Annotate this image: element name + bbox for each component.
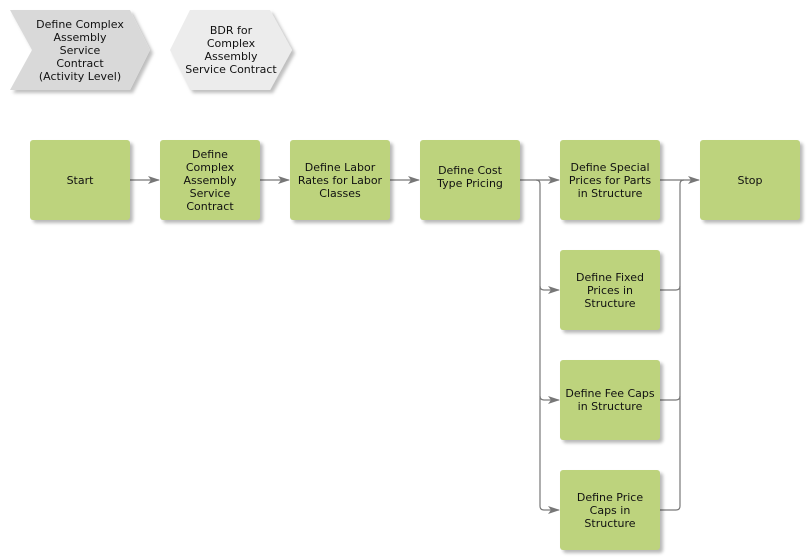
activity-labor-rates[interactable]: Define Labor Rates for Labor Classes xyxy=(290,140,390,220)
activity-define-contract[interactable]: Define Complex Assembly Service Contract xyxy=(160,140,260,220)
activity-fee-caps[interactable]: Define Fee Caps in Structure xyxy=(560,360,660,440)
activity-fixed-prices[interactable]: Define Fixed Prices in Structure xyxy=(560,250,660,330)
activity-price-caps[interactable]: Define Price Caps in Structure xyxy=(560,470,660,550)
merge-branch-line xyxy=(660,179,685,511)
activity-cost-type-pricing[interactable]: Define Cost Type Pricing xyxy=(420,140,520,220)
connector-fee-to-merge xyxy=(660,395,681,401)
bdr-hexagon-shape[interactable] xyxy=(170,10,292,90)
activity-special-prices[interactable]: Define Special Prices for Parts in Struc… xyxy=(560,140,660,220)
connector-fixed-to-merge xyxy=(660,285,681,291)
activity-stop[interactable]: Stop xyxy=(700,140,800,220)
activity-start[interactable]: Start xyxy=(30,140,130,220)
connector-split-to-fixed-curve xyxy=(539,285,545,291)
process-chevron-label: Define Complex Assembly Service Contract… xyxy=(36,17,124,83)
process-chevron-shape[interactable] xyxy=(10,10,150,90)
bdr-hexagon-label: BDR for Complex Assembly Service Contrac… xyxy=(185,24,277,76)
split-branch-line xyxy=(535,179,545,511)
connector-split-to-fee-curve xyxy=(539,395,545,401)
